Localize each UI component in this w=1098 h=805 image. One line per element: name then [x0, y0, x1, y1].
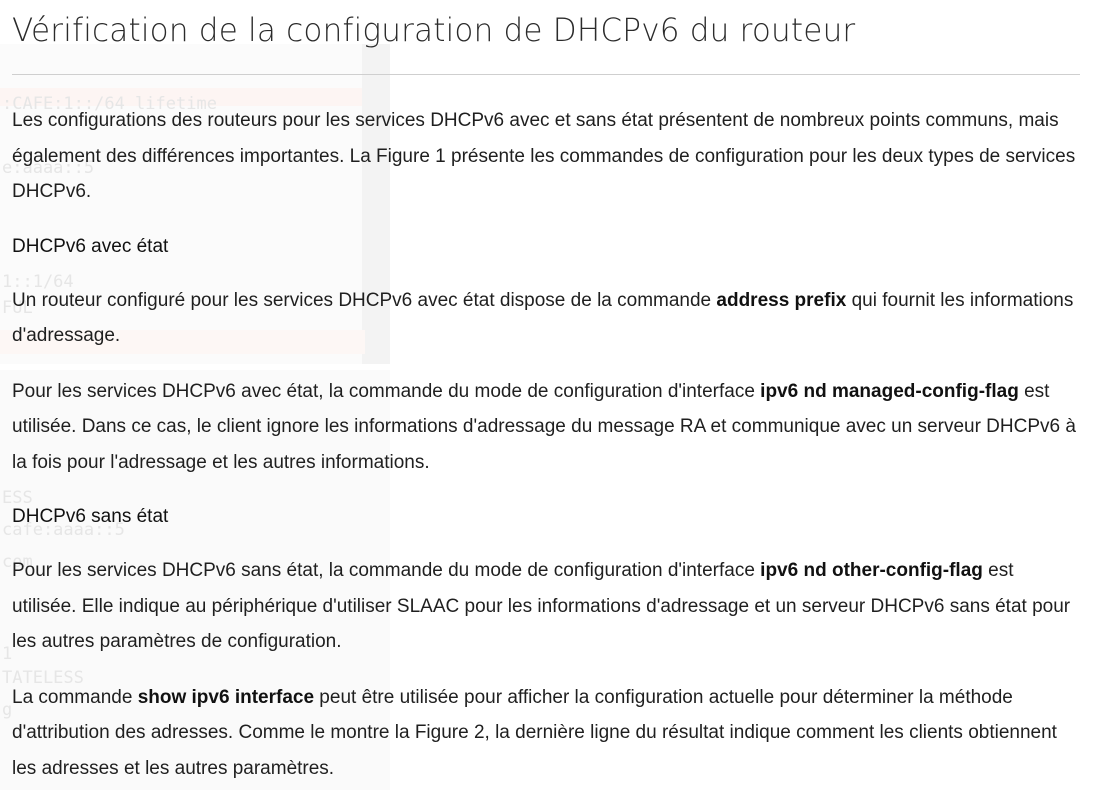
paragraph-text: La commande [12, 686, 138, 708]
section-heading-stateful: DHCPv6 avec état [12, 235, 169, 257]
command-show-ipv6-interface: show ipv6 interface [137, 686, 315, 708]
paragraph-text: Pour les services DHCPv6 sans état, la c… [12, 560, 761, 581]
paragraph-text: Pour les services DHCPv6 avec état, la c… [12, 380, 761, 402]
command-address-prefix: address prefix [716, 289, 847, 311]
command-other-config-flag: ipv6 nd other-config-flag [760, 560, 983, 581]
page-title: Vérification de la configuration de DHCP… [12, 11, 856, 49]
command-managed-config-flag: ipv6 nd managed-config-flag [760, 380, 1019, 402]
section-heading-stateless: DHCPv6 sans état [12, 506, 169, 527]
title-divider [12, 74, 1080, 75]
show-interface-paragraph: La commande show ipv6 interface peut êtr… [12, 680, 1080, 787]
article: Vérification de la configuration de DHCP… [12, 11, 1080, 787]
stateless-paragraph-other-flag: Pour les services DHCPv6 sans état, la c… [12, 553, 1080, 660]
paragraph-text: Un routeur configuré pour les services D… [12, 289, 717, 311]
stateful-paragraph-address-prefix: Un routeur configuré pour les services D… [12, 283, 1080, 354]
intro-paragraph: Les configurations des routeurs pour les… [12, 110, 1076, 202]
stateful-paragraph-managed-flag: Pour les services DHCPv6 avec état, la c… [12, 374, 1080, 481]
